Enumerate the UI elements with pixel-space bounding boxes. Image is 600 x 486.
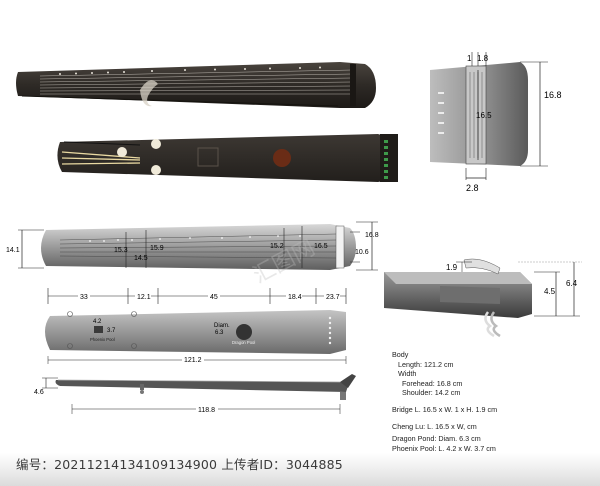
dim-phoenix-w: 3.7 xyxy=(107,328,116,334)
dim-top-h4: 15.2 xyxy=(270,243,284,250)
dim-seg-4: 18.4 xyxy=(288,294,302,301)
spec-dragon-pond: Dragon Pond: Diam. 6.3 cm xyxy=(392,434,481,444)
qin-photo-top xyxy=(16,62,376,108)
dim-top-h2: 14.5 xyxy=(134,255,148,262)
footer-bar xyxy=(0,453,600,486)
dim-seg-3: 45 xyxy=(210,294,218,301)
dim-end-16-8: 16.8 xyxy=(544,90,562,100)
dim-bridge-top: 1.9 xyxy=(446,263,458,272)
dim-bridge-h1: 4.5 xyxy=(544,287,556,296)
logo-mark xyxy=(140,80,158,107)
dim-bridge-h2: 6.4 xyxy=(566,279,578,288)
side-view: 4.6 118.8 xyxy=(34,374,356,414)
qin-photo-bottom xyxy=(57,134,399,182)
spec-shoulder: Shoulder: 14.2 cm xyxy=(402,388,461,398)
dim-top-h3: 15.9 xyxy=(150,245,164,252)
dim-seg-5: 23.7 xyxy=(326,294,340,301)
dim-bottom-total: 121.2 xyxy=(184,357,202,364)
spec-cheng-lu: Cheng Lu: L. 16.5 x W, cm xyxy=(392,421,477,431)
end-view: 1 1.8 16.5 16.8 2.8 xyxy=(430,52,562,193)
phoenix-pool-label: Phoenix Pool xyxy=(90,337,115,342)
specs-block: Body Length: 121.2 cm Width Forehead: 16… xyxy=(392,350,497,453)
gray-top-view: 14.1 15.3 14.5 15.9 15.2 16.5 16.8 10.6 xyxy=(6,221,379,271)
dim-top-h5: 16.5 xyxy=(314,243,328,250)
dragon-diam-value: 6.3 xyxy=(215,330,224,336)
dim-end-1: 1 xyxy=(467,54,472,63)
footer-text: 编号：20211214134109134900 上传者ID：3044885 xyxy=(16,457,343,472)
spec-body: Body xyxy=(392,350,409,359)
dim-top-h1: 15.3 xyxy=(114,247,128,254)
spec-width: Width xyxy=(398,369,417,379)
gray-bottom-view: 4.2 3.7 Phoenix Pool Diam. 6.3 Dragon Po… xyxy=(45,310,347,364)
dragon-pool-label: Dragon Pool xyxy=(232,340,255,345)
dim-seg-1: 33 xyxy=(80,294,88,301)
dim-side-left: 4.6 xyxy=(34,389,44,396)
dim-end-1-8: 1.8 xyxy=(477,54,489,63)
dragon-diam-label: Diam. xyxy=(214,323,230,329)
dim-end-16-5: 16.5 xyxy=(476,111,492,120)
dim-side-total: 118.8 xyxy=(198,407,215,414)
dim-top-left: 14.1 xyxy=(6,247,20,254)
dim-phoenix-l: 4.2 xyxy=(93,319,102,325)
segment-labels: 33 12.1 45 18.4 23.7 xyxy=(78,292,340,301)
spec-length: Length: 121.2 cm xyxy=(398,359,454,369)
spec-bridge: Bridge L. 16.5 x W. 1 x H. 1.9 cm xyxy=(392,404,498,414)
bridge-detail: 1.9 4.5 6.4 xyxy=(384,258,582,338)
dim-seg-2: 12.1 xyxy=(137,294,151,301)
dim-top-right-inner: 10.6 xyxy=(355,249,369,256)
spec-phoenix-pool: Phoenix Pool: L. 4.2 x W. 3.7 cm xyxy=(392,443,496,453)
spec-forehead: Forehead: 16.8 cm xyxy=(402,378,463,388)
dim-end-2-8: 2.8 xyxy=(466,183,479,193)
dim-top-right: 16.8 xyxy=(365,232,379,239)
